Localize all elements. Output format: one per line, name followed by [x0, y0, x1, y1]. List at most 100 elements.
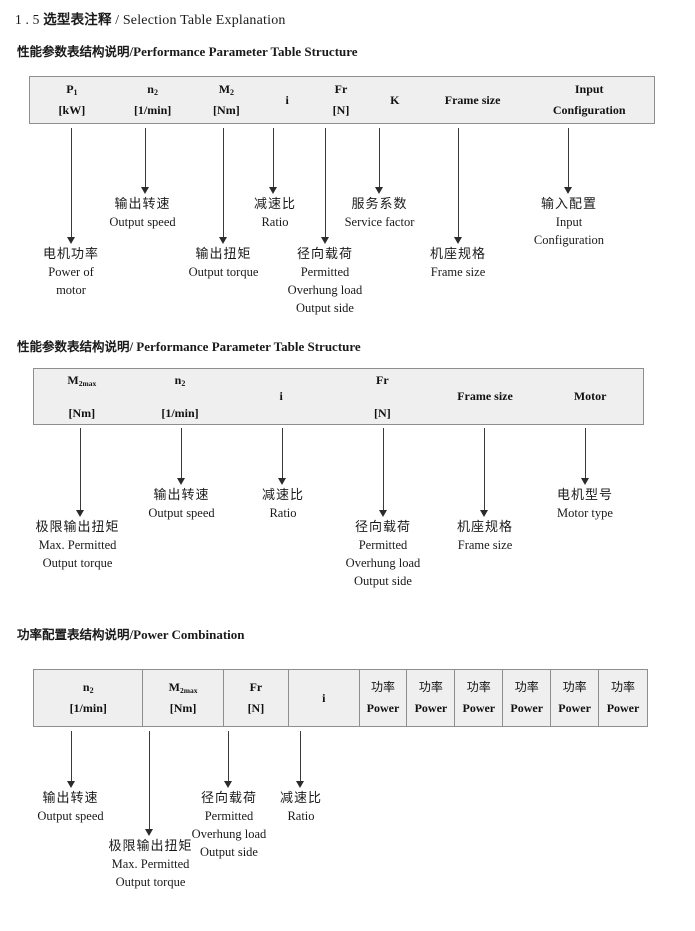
- annotation-frame-size-1: 机座规格 Frame size: [403, 246, 513, 282]
- annotation-overhung-load-2: 径向载荷 Permitted Overhung load Output side: [324, 519, 442, 591]
- arrow-to-output-speed: [140, 128, 151, 194]
- table2-col-i-symbol: i: [279, 389, 283, 403]
- annotation-input-configuration: 输入配置 Input Configuration: [507, 196, 631, 250]
- table3-col-power-2-en: Power: [414, 701, 448, 715]
- annotation-frame-size-1-en: Frame size: [430, 265, 486, 280]
- table1-col-fr: Fr [N]: [313, 77, 369, 123]
- annotation-input-configuration-cn: 输入配置: [540, 197, 597, 212]
- annotation-power-of-motor-en-1: Power of: [48, 265, 94, 280]
- annotation-output-torque-cn: 输出扭矩: [195, 247, 252, 262]
- annotation-overhung-load-3-en-1: Permitted: [204, 809, 254, 824]
- annotation-output-torque: 输出扭矩 Output torque: [166, 246, 281, 282]
- annotation-overhung-load-3-en-3: Output side: [200, 844, 258, 859]
- table1-col-i: i: [261, 77, 313, 123]
- table3-col-m2max-symbol: M2max: [168, 680, 198, 695]
- annotation-max-torque-2-en-2: Output torque: [42, 556, 113, 571]
- annotation-output-speed-1-cn: 输出转速: [114, 197, 171, 212]
- table2-col-motor-label: Motor: [573, 389, 607, 403]
- arrow-to-overhung-load: [320, 128, 331, 244]
- table3-col-power-6: 功率 Power: [599, 670, 647, 726]
- table3-col-power-5-en: Power: [558, 701, 591, 715]
- annotation-frame-size-2-cn: 机座规格: [456, 520, 513, 535]
- arrow-to-ratio: [268, 128, 279, 194]
- page-title: 1 . 5 选型表注释 / Selection Table Explanatio…: [15, 8, 286, 29]
- annotation-ratio-3-cn: 减速比: [279, 791, 322, 806]
- annotation-output-speed-2: 输出转速 Output speed: [124, 487, 239, 523]
- annotation-frame-size-2: 机座规格 Frame size: [430, 519, 540, 555]
- annotation-motor-type-cn: 电机型号: [556, 488, 613, 503]
- arrow-to-frame-size: [453, 128, 464, 244]
- annotation-output-speed-3-cn: 输出转速: [42, 791, 99, 806]
- table1-col-k-symbol: K: [390, 92, 400, 107]
- table3-col-power-6-cn: 功率: [611, 680, 636, 694]
- annotation-ratio-1-cn: 减速比: [253, 197, 296, 212]
- arrow-to-output-speed-3: [66, 731, 77, 788]
- table3-col-power-3-en: Power: [462, 701, 496, 715]
- table1-col-frame-size: Frame size: [421, 77, 525, 123]
- table1-col-m2-symbol: M2: [218, 82, 235, 97]
- annotation-power-of-motor: 电机功率 Power of motor: [6, 246, 136, 300]
- annotation-overhung-load-2-en-1: Permitted: [358, 538, 408, 553]
- table3-col-n2-unit: [1/min]: [69, 701, 107, 715]
- arrow-to-ratio-3: [295, 731, 306, 788]
- table2-col-frame-size-label: Frame size: [457, 389, 513, 403]
- table3-col-n2-symbol: n2: [82, 680, 94, 695]
- table3-col-fr-symbol: Fr: [249, 680, 263, 694]
- annotation-power-of-motor-en-2: motor: [56, 283, 86, 298]
- annotation-max-permitted-output-torque-2: 极限输出扭矩 Max. Permitted Output torque: [15, 519, 140, 573]
- table1-col-p1-unit: [kW]: [58, 103, 86, 117]
- annotation-output-torque-en: Output torque: [188, 265, 259, 280]
- annotation-service-factor-cn: 服务系数: [351, 197, 408, 212]
- annotation-ratio-2-cn: 减速比: [261, 488, 304, 503]
- annotation-ratio-1-en: Ratio: [261, 215, 289, 230]
- table3-col-power-1: 功率 Power: [360, 670, 408, 726]
- annotation-overhung-load-3-en-2: Overhung load: [191, 827, 267, 842]
- arrow-to-max-permitted-output-torque-2: [75, 428, 86, 517]
- section-heading-power-combination: 功率配置表结构说明/Power Combination: [17, 624, 245, 643]
- section-heading-3-en: Power Combination: [133, 627, 245, 642]
- page-title-cn: 选型表注释: [43, 12, 112, 28]
- annotation-max-torque-3-cn: 极限输出扭矩: [108, 839, 193, 854]
- table3-col-power-6-en: Power: [606, 701, 640, 715]
- table2-col-m2max: M2max [Nm]: [34, 369, 130, 424]
- annotation-ratio-2: 减速比 Ratio: [238, 487, 328, 523]
- table3-col-power-3: 功率 Power: [455, 670, 504, 726]
- table3-col-power-1-cn: 功率: [370, 680, 395, 694]
- arrow-to-max-permitted-output-torque-3: [144, 731, 155, 836]
- annotation-overhung-load-2-cn: 径向载荷: [354, 520, 411, 535]
- table1-col-n2-symbol: n2: [147, 82, 158, 97]
- annotation-overhung-load-1-en-3: Output side: [296, 300, 354, 315]
- table2-col-fr-symbol: Fr: [376, 372, 389, 387]
- table1-col-m2-unit: [Nm]: [213, 103, 240, 117]
- table1-col-n2: n2 [1/min]: [114, 77, 192, 123]
- table3-col-power-2-cn: 功率: [418, 680, 443, 694]
- annotation-ratio-3-en: Ratio: [287, 809, 315, 824]
- annotation-max-torque-2-cn: 极限输出扭矩: [35, 520, 120, 535]
- annotation-overhung-load-3-cn: 径向载荷: [200, 791, 257, 806]
- annotation-output-speed-3-en: Output speed: [37, 809, 104, 824]
- annotation-max-permitted-output-torque-3: 极限输出扭矩 Max. Permitted Output torque: [88, 838, 213, 892]
- annotation-ratio-2-en: Ratio: [269, 506, 297, 521]
- arrow-to-power-of-motor: [66, 128, 77, 244]
- section-heading-3-cn: 功率配置表结构说明: [17, 627, 130, 642]
- arrow-to-input-configuration: [563, 128, 574, 194]
- page-title-separator: /: [115, 12, 120, 27]
- arrow-to-ratio-2: [277, 428, 288, 485]
- arrow-to-service-factor: [374, 128, 385, 194]
- annotation-input-configuration-en-2: Configuration: [533, 233, 605, 248]
- table2-col-n2-unit: [1/min]: [161, 405, 199, 420]
- table1-col-m2: M2 [Nm]: [191, 77, 261, 123]
- annotation-output-speed-2-cn: 输出转速: [153, 488, 210, 503]
- table1-col-n2-unit: [1/min]: [133, 103, 172, 117]
- section-heading-2-cn: 性能参数表结构说明: [17, 339, 130, 354]
- table3-col-m2max: M2max [Nm]: [143, 670, 224, 726]
- table1-col-p1-symbol: P1: [66, 82, 78, 97]
- table3-col-i-symbol: i: [322, 690, 326, 705]
- table2-col-m2max-symbol: M2max: [67, 372, 97, 388]
- table3-col-power-4-cn: 功率: [514, 680, 539, 694]
- annotation-output-speed-1: 输出转速 Output speed: [85, 196, 200, 232]
- table1-col-input-label: Input: [574, 82, 604, 96]
- annotation-frame-size-2-en: Frame size: [457, 538, 513, 553]
- table2-col-fr: Fr [N]: [332, 369, 433, 424]
- table1-col-k: K: [369, 77, 421, 123]
